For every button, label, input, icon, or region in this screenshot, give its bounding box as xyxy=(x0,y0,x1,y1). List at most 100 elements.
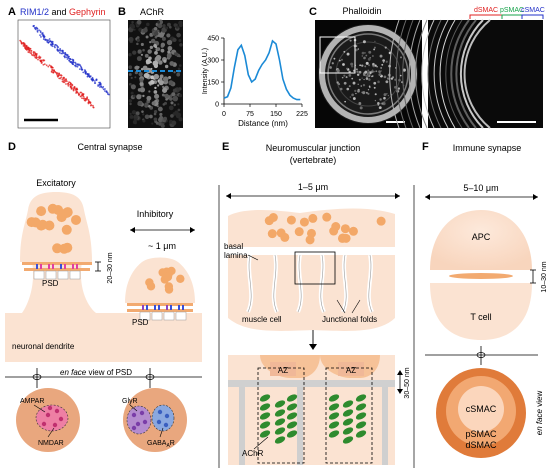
panel-c-speck xyxy=(361,51,365,55)
panel-c-speck xyxy=(349,39,352,42)
panel-b-speck xyxy=(149,45,154,50)
panel-a-dot xyxy=(40,62,43,65)
inhibitory-vesicles xyxy=(145,266,185,294)
x-tick-label: 0 xyxy=(222,111,226,118)
fold-outline xyxy=(297,254,302,313)
achr-receptor xyxy=(355,430,367,438)
psd-box xyxy=(163,311,175,321)
az-label-left: AZ xyxy=(278,366,288,375)
panel-c-speck xyxy=(338,59,341,62)
inhibitory-receptor xyxy=(182,305,184,310)
achr-receptor xyxy=(286,394,298,402)
panel-a-dot xyxy=(68,57,71,60)
panel-c-speck xyxy=(384,46,387,49)
panel-c-speck xyxy=(377,80,380,84)
panel-c-speck xyxy=(358,78,361,81)
panel-a-dot xyxy=(84,70,86,73)
gabaar-label: GABAAR xyxy=(147,440,175,449)
az-left xyxy=(270,362,296,376)
panel-c-speck xyxy=(373,86,376,89)
panel-b-speck xyxy=(129,102,132,106)
panel-c-arc xyxy=(450,19,470,129)
panel-c-speck xyxy=(379,98,382,101)
panel-a-dot xyxy=(25,44,28,47)
panel-a-dot xyxy=(28,49,31,51)
excitatory-receptor xyxy=(48,264,50,269)
panel-b-speck xyxy=(172,95,179,102)
panel-c-arc xyxy=(463,19,491,129)
panel-a-dot xyxy=(67,84,70,87)
glyr-label: GlyR xyxy=(122,398,138,405)
gabaar-cluster xyxy=(151,404,175,432)
panel-b-speck xyxy=(145,58,151,65)
y-tick-label: 300 xyxy=(207,58,219,65)
panel-c-speck xyxy=(374,93,377,96)
panel-c-speck xyxy=(360,85,362,87)
panel-a-dot xyxy=(37,58,39,61)
panel-b-speck xyxy=(157,23,163,29)
az-label-right: AZ xyxy=(346,366,356,375)
panel-c-speck xyxy=(344,100,346,103)
zoom-folds xyxy=(239,387,388,465)
synaptic-vesicle xyxy=(329,226,339,236)
panel-a-dot xyxy=(47,65,50,68)
panel-b-speck xyxy=(167,50,171,54)
panel-c-speck xyxy=(346,67,349,70)
achr-receptor xyxy=(355,403,367,411)
panel-c-arc xyxy=(433,19,449,129)
panel-c-speck xyxy=(367,89,370,91)
panel-a-dot xyxy=(57,50,60,52)
panel-a-dot xyxy=(51,45,54,48)
panel-b-speck xyxy=(174,93,178,97)
panel-a-dot xyxy=(88,76,91,78)
panel-a-dot xyxy=(83,69,86,71)
inhibitory-receptors xyxy=(139,305,187,321)
panel-a-dot xyxy=(25,49,28,51)
panel-b-speck xyxy=(137,88,142,92)
panel-b-speck xyxy=(178,20,183,26)
synaptic-vesicle xyxy=(176,274,185,284)
panel-b-speck xyxy=(168,25,172,29)
inhibitory-receptor xyxy=(146,305,148,310)
panel-a-dot xyxy=(35,54,38,57)
x-tick-label: 150 xyxy=(270,111,282,118)
panel-b-speck xyxy=(174,52,179,57)
panel-a-dot xyxy=(60,74,62,76)
panel-b-speck xyxy=(148,81,152,85)
panel-c-speck xyxy=(355,45,358,47)
panel-b-speck xyxy=(169,61,175,66)
psd-box xyxy=(139,311,151,321)
panel-c-speck xyxy=(376,66,378,68)
panel-a-dot xyxy=(48,64,51,67)
inhibitory-receptor xyxy=(166,305,168,310)
csmac-bracket xyxy=(521,14,544,19)
panel-c-speck xyxy=(355,68,358,71)
panel-e-title-line2: (vertebrate) xyxy=(290,155,337,165)
rotate-icon xyxy=(32,368,42,388)
panel-c-speck xyxy=(367,57,371,61)
achr-receptor xyxy=(355,412,367,420)
panel-b-speck xyxy=(168,105,174,111)
synaptic-vesicle xyxy=(294,227,304,237)
panel-c-speck xyxy=(368,78,371,82)
panel-b-speck xyxy=(138,72,143,77)
panel-a-and-label: and xyxy=(49,7,69,17)
panel-c-speck xyxy=(397,89,399,91)
panel-b-speck xyxy=(130,76,133,80)
panel-a-dot xyxy=(20,42,23,44)
nmj-zoom-box xyxy=(294,251,336,285)
chart-y-label: Intensity (A.U.) xyxy=(202,48,209,94)
excitatory-receptor xyxy=(52,264,54,269)
panel-c-speck xyxy=(374,64,377,67)
panel-c-speck xyxy=(346,52,350,56)
panel-c-arc xyxy=(427,19,442,129)
panel-a-rim-label: RIM1/2 xyxy=(20,7,49,17)
panel-a-dot xyxy=(77,64,80,67)
panel-a-dot xyxy=(74,64,77,66)
panel-c-speck xyxy=(358,70,362,74)
panel-a-dot xyxy=(78,68,81,71)
panel-a-dot xyxy=(77,93,80,96)
synaptic-vesicle xyxy=(267,229,277,239)
achr-receptor xyxy=(274,418,286,426)
panel-f-letter: F xyxy=(422,141,429,153)
